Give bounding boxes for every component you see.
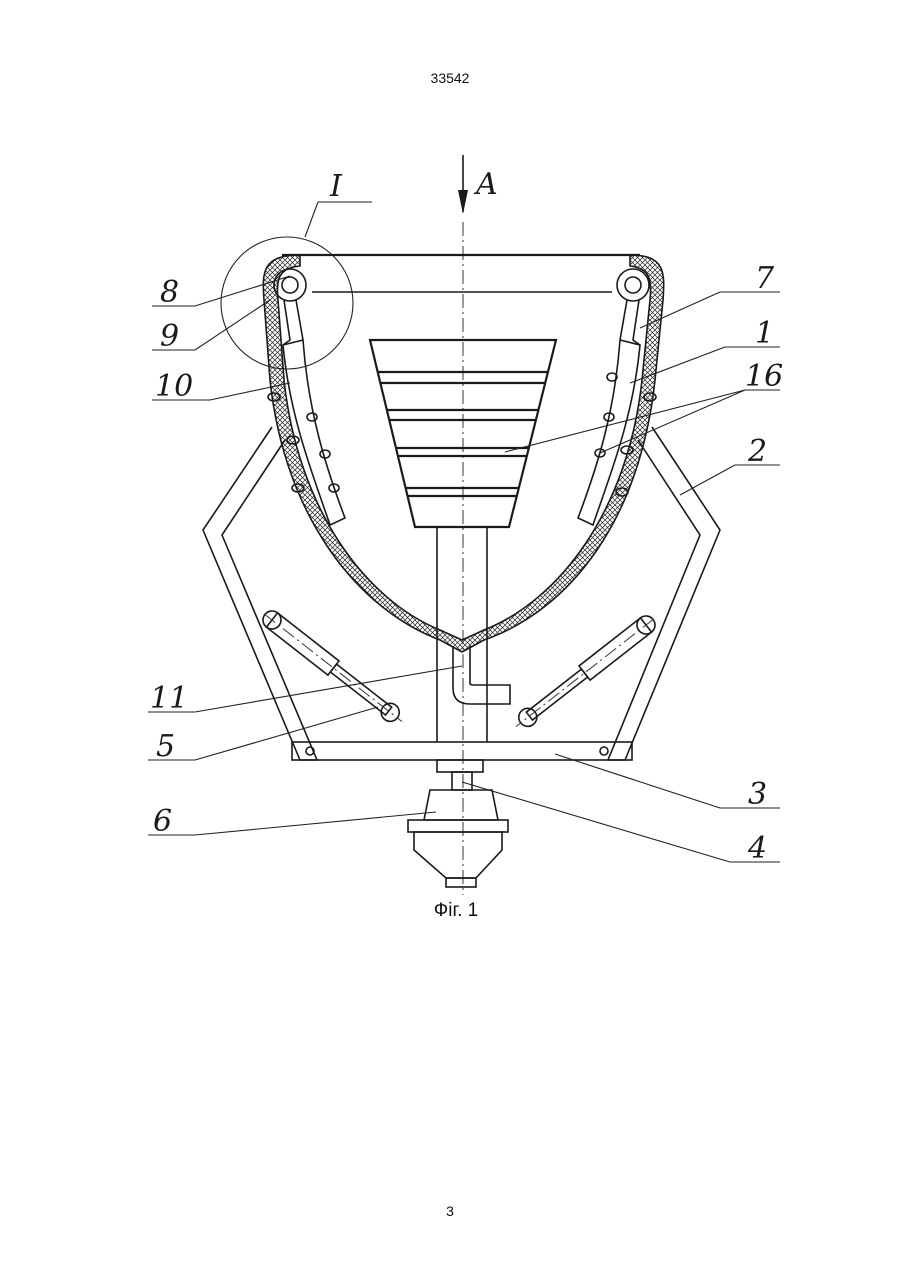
ref-16: 16 bbox=[745, 359, 783, 394]
left-cylinder bbox=[259, 607, 408, 729]
ref-4: 4 bbox=[747, 831, 767, 866]
top-lid bbox=[282, 255, 640, 292]
drain-pipe bbox=[453, 646, 510, 704]
ref-10: 10 bbox=[155, 369, 193, 404]
figure-caption: Фіг. 1 bbox=[434, 900, 478, 921]
left-roller bbox=[274, 269, 306, 301]
motor bbox=[408, 790, 508, 887]
right-roller bbox=[617, 269, 649, 301]
view-marker-label: A bbox=[473, 167, 498, 202]
leader-lines bbox=[148, 276, 780, 862]
ref-3: 3 bbox=[748, 777, 767, 812]
right-cylinder bbox=[510, 612, 659, 734]
ref-9: 9 bbox=[160, 319, 179, 354]
detail-leader bbox=[305, 202, 318, 237]
ref-6: 6 bbox=[153, 804, 172, 839]
ref-5: 5 bbox=[156, 729, 175, 764]
detail-marker-label: I bbox=[329, 169, 343, 204]
base-plate bbox=[292, 742, 632, 760]
ref-7: 7 bbox=[755, 261, 775, 296]
ref-2: 2 bbox=[747, 434, 767, 469]
ref-11: 11 bbox=[150, 681, 188, 716]
ref-8: 8 bbox=[160, 275, 179, 310]
view-arrow bbox=[458, 155, 468, 214]
coupling bbox=[437, 760, 483, 790]
ref-1: 1 bbox=[755, 316, 774, 351]
page-number: 3 bbox=[0, 1203, 900, 1219]
